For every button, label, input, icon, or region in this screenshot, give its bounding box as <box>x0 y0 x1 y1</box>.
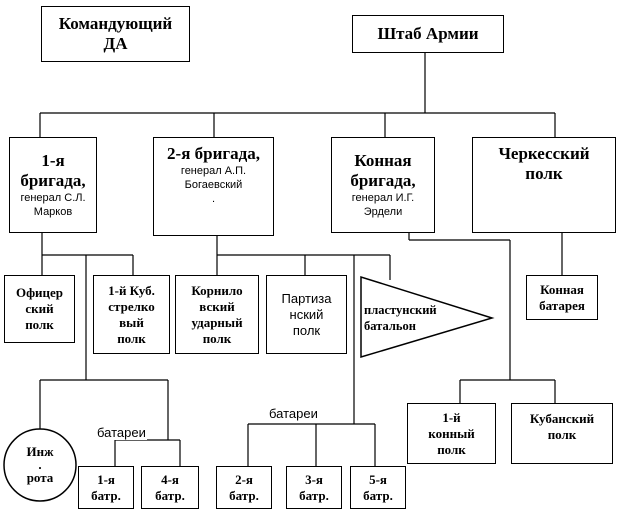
brigade2-dot: . <box>211 193 216 205</box>
brigade2-sub1: генерал А.П. <box>180 165 247 177</box>
cav1-line3: полк <box>437 441 466 457</box>
horse-battery-line1: Конная <box>540 281 584 297</box>
plastun-triangle <box>360 275 495 359</box>
kuban-rifle-line3: вый <box>119 314 144 330</box>
kuban-rifle-line4: полк <box>117 330 146 346</box>
cav1-box[interactable]: 1-й конный полк <box>407 403 496 464</box>
cavalry-brigade-box[interactable]: Конная бригада, генерал И.Г. Эрдели <box>331 137 435 233</box>
brigade1-title2: бригада, <box>20 171 86 190</box>
partisan-box[interactable]: Партиза нский полк <box>266 275 347 354</box>
kuban-rifle-line1: 1-й Куб. <box>108 282 155 298</box>
horse-battery-line2: батарея <box>539 297 585 313</box>
batteries-label-2: батареи <box>268 406 319 421</box>
cavalry-sub2: Эрдели <box>363 206 403 218</box>
battery-4-box[interactable]: 4-я батр. <box>141 466 199 509</box>
bat3-line2: батр. <box>299 487 329 503</box>
plastun-line1: пластунский <box>364 303 437 317</box>
batteries-label-1: батареи <box>96 425 147 440</box>
engineer-line2: . <box>38 457 42 472</box>
brigade1-sub1: генерал С.Л. <box>20 192 86 204</box>
kornilov-line3: ударный <box>191 314 243 330</box>
circassian-line1: Черкесский <box>498 144 590 163</box>
cavalry-sub1: генерал И.Г. <box>351 192 415 204</box>
cavalry-title2: бригада, <box>350 171 416 190</box>
bat4-line1: 4-я <box>161 471 179 487</box>
kornilov-box[interactable]: Корнило вский ударный полк <box>175 275 259 354</box>
brigade2-title: 2-я бригада, <box>167 144 260 163</box>
kornilov-line1: Корнило <box>191 282 243 298</box>
commander-line1: Командующий <box>58 14 173 33</box>
partisan-line2: нский <box>289 306 324 322</box>
engineer-line3: рота <box>26 470 54 485</box>
partisan-line3: полк <box>292 322 321 338</box>
bat2-line2: батр. <box>229 487 259 503</box>
plastun-label[interactable]: пластунский батальон <box>364 302 464 334</box>
bat5-line2: батр. <box>363 487 393 503</box>
battery-1-box[interactable]: 1-я батр. <box>78 466 134 509</box>
bat5-line1: 5-я <box>369 471 387 487</box>
officer-regiment-box[interactable]: Офицер ский полк <box>4 275 75 343</box>
brigade1-box[interactable]: 1-я бригада, генерал С.Л. Марков <box>9 137 97 233</box>
kuban-reg-line2: полк <box>547 427 577 442</box>
kornilov-line4: полк <box>202 330 232 346</box>
commander-line2: ДА <box>103 34 128 53</box>
bat2-line1: 2-я <box>235 471 253 487</box>
kuban-rifle-line2: стрелко <box>108 298 155 314</box>
kornilov-line2: вский <box>199 298 235 314</box>
battery-2-box[interactable]: 2-я батр. <box>216 466 272 509</box>
battery-5-box[interactable]: 5-я батр. <box>350 466 406 509</box>
brigade2-box[interactable]: 2-я бригада, генерал А.П. Богаевский . <box>153 137 274 236</box>
officer-line1: Офицер <box>15 285 64 300</box>
hq-label: Штаб Армии <box>377 24 479 43</box>
engineer-circle <box>3 428 77 502</box>
cav1-line2: конный <box>428 425 475 441</box>
kuban-reg-line1: Кубанский <box>529 411 595 426</box>
commander-box[interactable]: Командующий ДА <box>41 6 190 62</box>
kuban-regiment-box[interactable]: Кубанский полк <box>511 403 613 464</box>
circassian-box[interactable]: Черкесский полк <box>472 137 616 233</box>
brigade2-sub2: Богаевский <box>184 179 243 191</box>
officer-line2: ский <box>25 301 54 316</box>
bat4-line2: батр. <box>155 487 185 503</box>
bat1-line1: 1-я <box>97 471 115 487</box>
cav1-line1: 1-й <box>442 409 461 425</box>
kuban-rifle-box[interactable]: 1-й Куб. стрелко вый полк <box>93 275 170 354</box>
bat1-line2: батр. <box>91 487 121 503</box>
hq-box[interactable]: Штаб Армии <box>352 15 504 53</box>
engineer-line1: Инж <box>26 444 54 459</box>
engineer-label[interactable]: Инж . рота <box>4 444 76 486</box>
plastun-line2: батальон <box>364 319 416 333</box>
partisan-line1: Партиза <box>281 290 332 306</box>
cavalry-title1: Конная <box>354 151 412 170</box>
officer-line3: полк <box>25 317 54 332</box>
bat3-line1: 3-я <box>305 471 323 487</box>
brigade1-sub2: Марков <box>33 206 73 218</box>
brigade1-title1: 1-я <box>41 151 65 170</box>
battery-3-box[interactable]: 3-я батр. <box>286 466 342 509</box>
horse-battery-box[interactable]: Конная батарея <box>526 275 598 320</box>
circassian-line2: полк <box>525 164 563 183</box>
